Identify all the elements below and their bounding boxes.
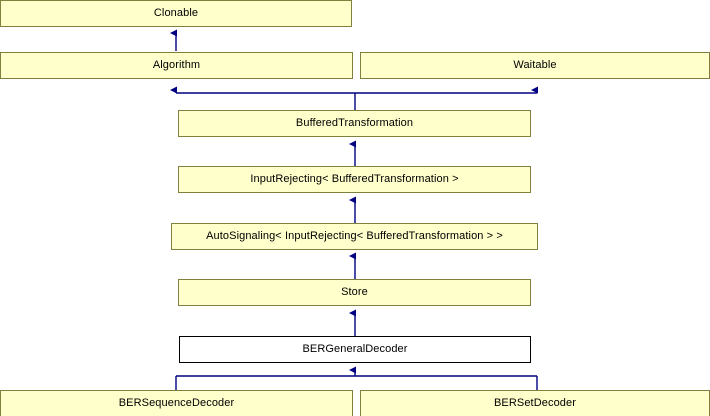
node-waitable-label: Waitable: [513, 60, 557, 71]
edge-bufferedtransformation-to-algorithm-waitable: [170, 86, 538, 110]
edge-berdecoders-to-bergeneraldecoder: [175, 366, 538, 390]
node-autosignaling[interactable]: AutoSignaling< InputRejecting< BufferedT…: [171, 223, 538, 250]
node-bersetdecoder[interactable]: BERSetDecoder: [360, 390, 710, 416]
node-bersetdecoder-label: BERSetDecoder: [493, 398, 576, 409]
node-inputrejecting[interactable]: InputRejecting< BufferedTransformation >: [178, 166, 531, 193]
node-bufferedtransformation-label: BufferedTransformation: [295, 118, 414, 129]
node-algorithm[interactable]: Algorithm: [0, 52, 353, 79]
node-bersequencedecoder-label: BERSequenceDecoder: [118, 398, 235, 409]
node-clonable-label: Clonable: [153, 8, 199, 19]
node-autosignaling-label: AutoSignaling< InputRejecting< BufferedT…: [206, 231, 503, 242]
node-clonable[interactable]: Clonable: [0, 0, 352, 27]
node-bergeneraldecoder-label: BERGeneralDecoder: [302, 344, 408, 355]
node-store-label: Store: [341, 287, 368, 298]
node-bersequencedecoder[interactable]: BERSequenceDecoder: [0, 390, 353, 416]
node-algorithm-label: Algorithm: [152, 60, 201, 71]
node-store[interactable]: Store: [178, 279, 531, 306]
node-bufferedtransformation[interactable]: BufferedTransformation: [178, 110, 531, 137]
node-inputrejecting-label: InputRejecting< BufferedTransformation >: [250, 174, 459, 185]
node-bergeneraldecoder[interactable]: BERGeneralDecoder: [179, 336, 531, 363]
node-waitable[interactable]: Waitable: [360, 52, 710, 79]
